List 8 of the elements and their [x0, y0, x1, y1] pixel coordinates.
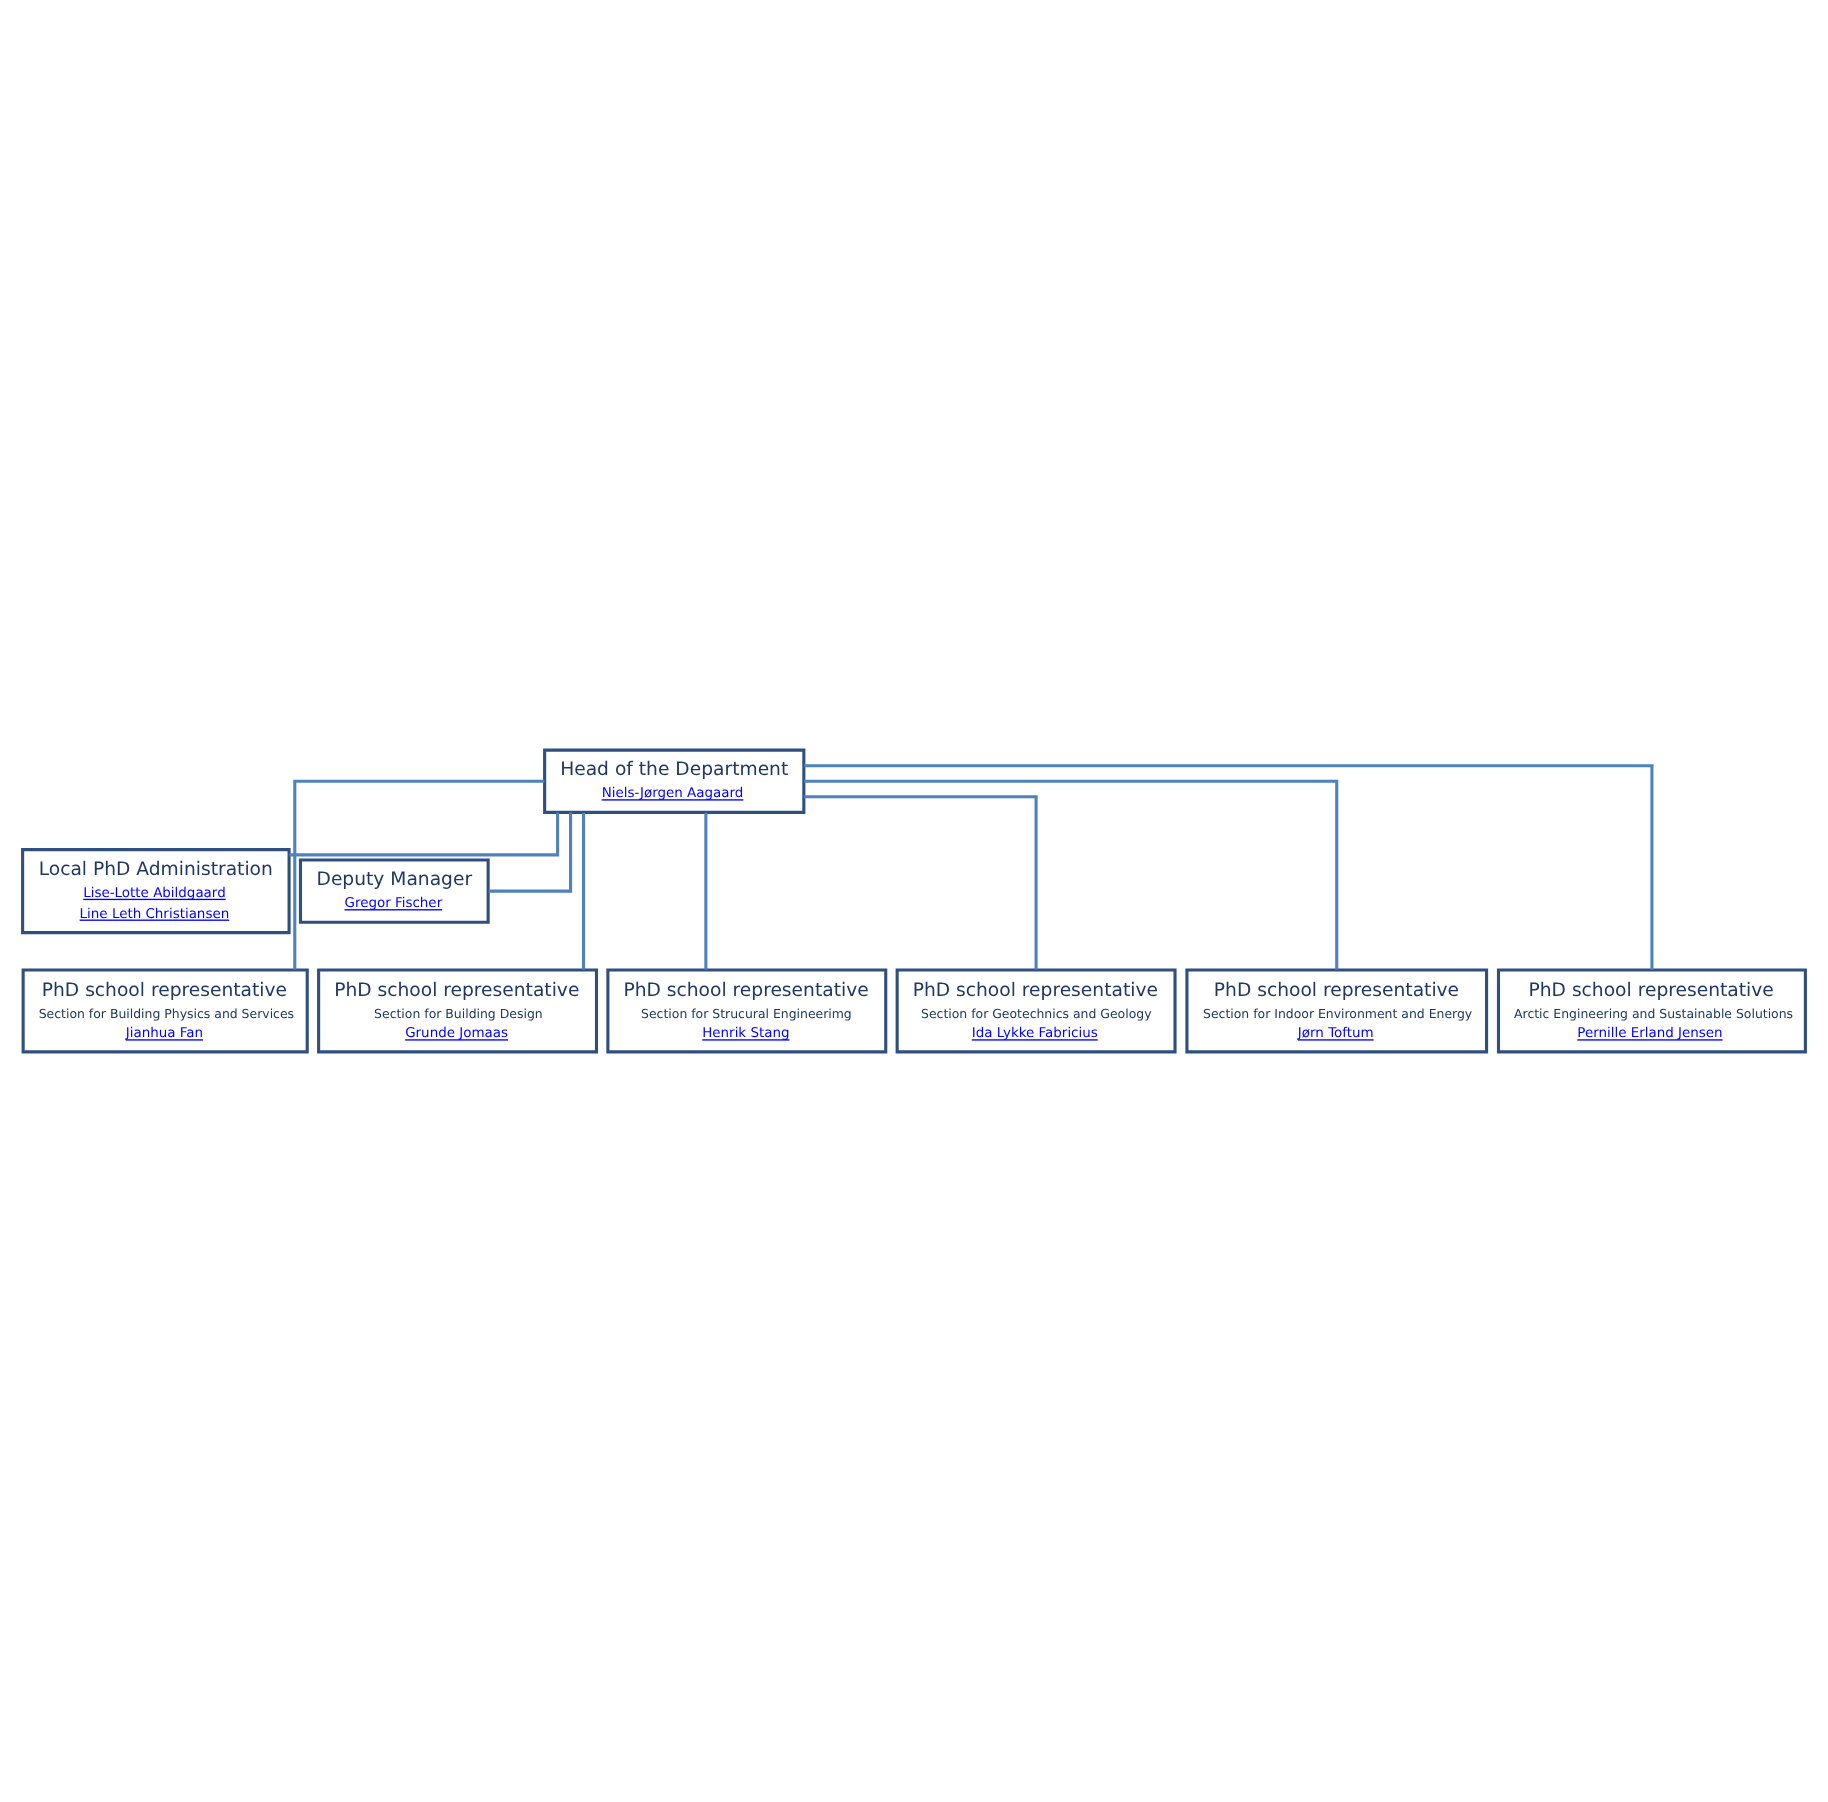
connector [704, 812, 708, 970]
connector [803, 779, 1339, 970]
connector [289, 812, 560, 857]
connector [803, 795, 1038, 970]
connector [804, 764, 1654, 970]
connector [488, 812, 573, 893]
connector [293, 779, 545, 970]
connector [581, 812, 586, 970]
